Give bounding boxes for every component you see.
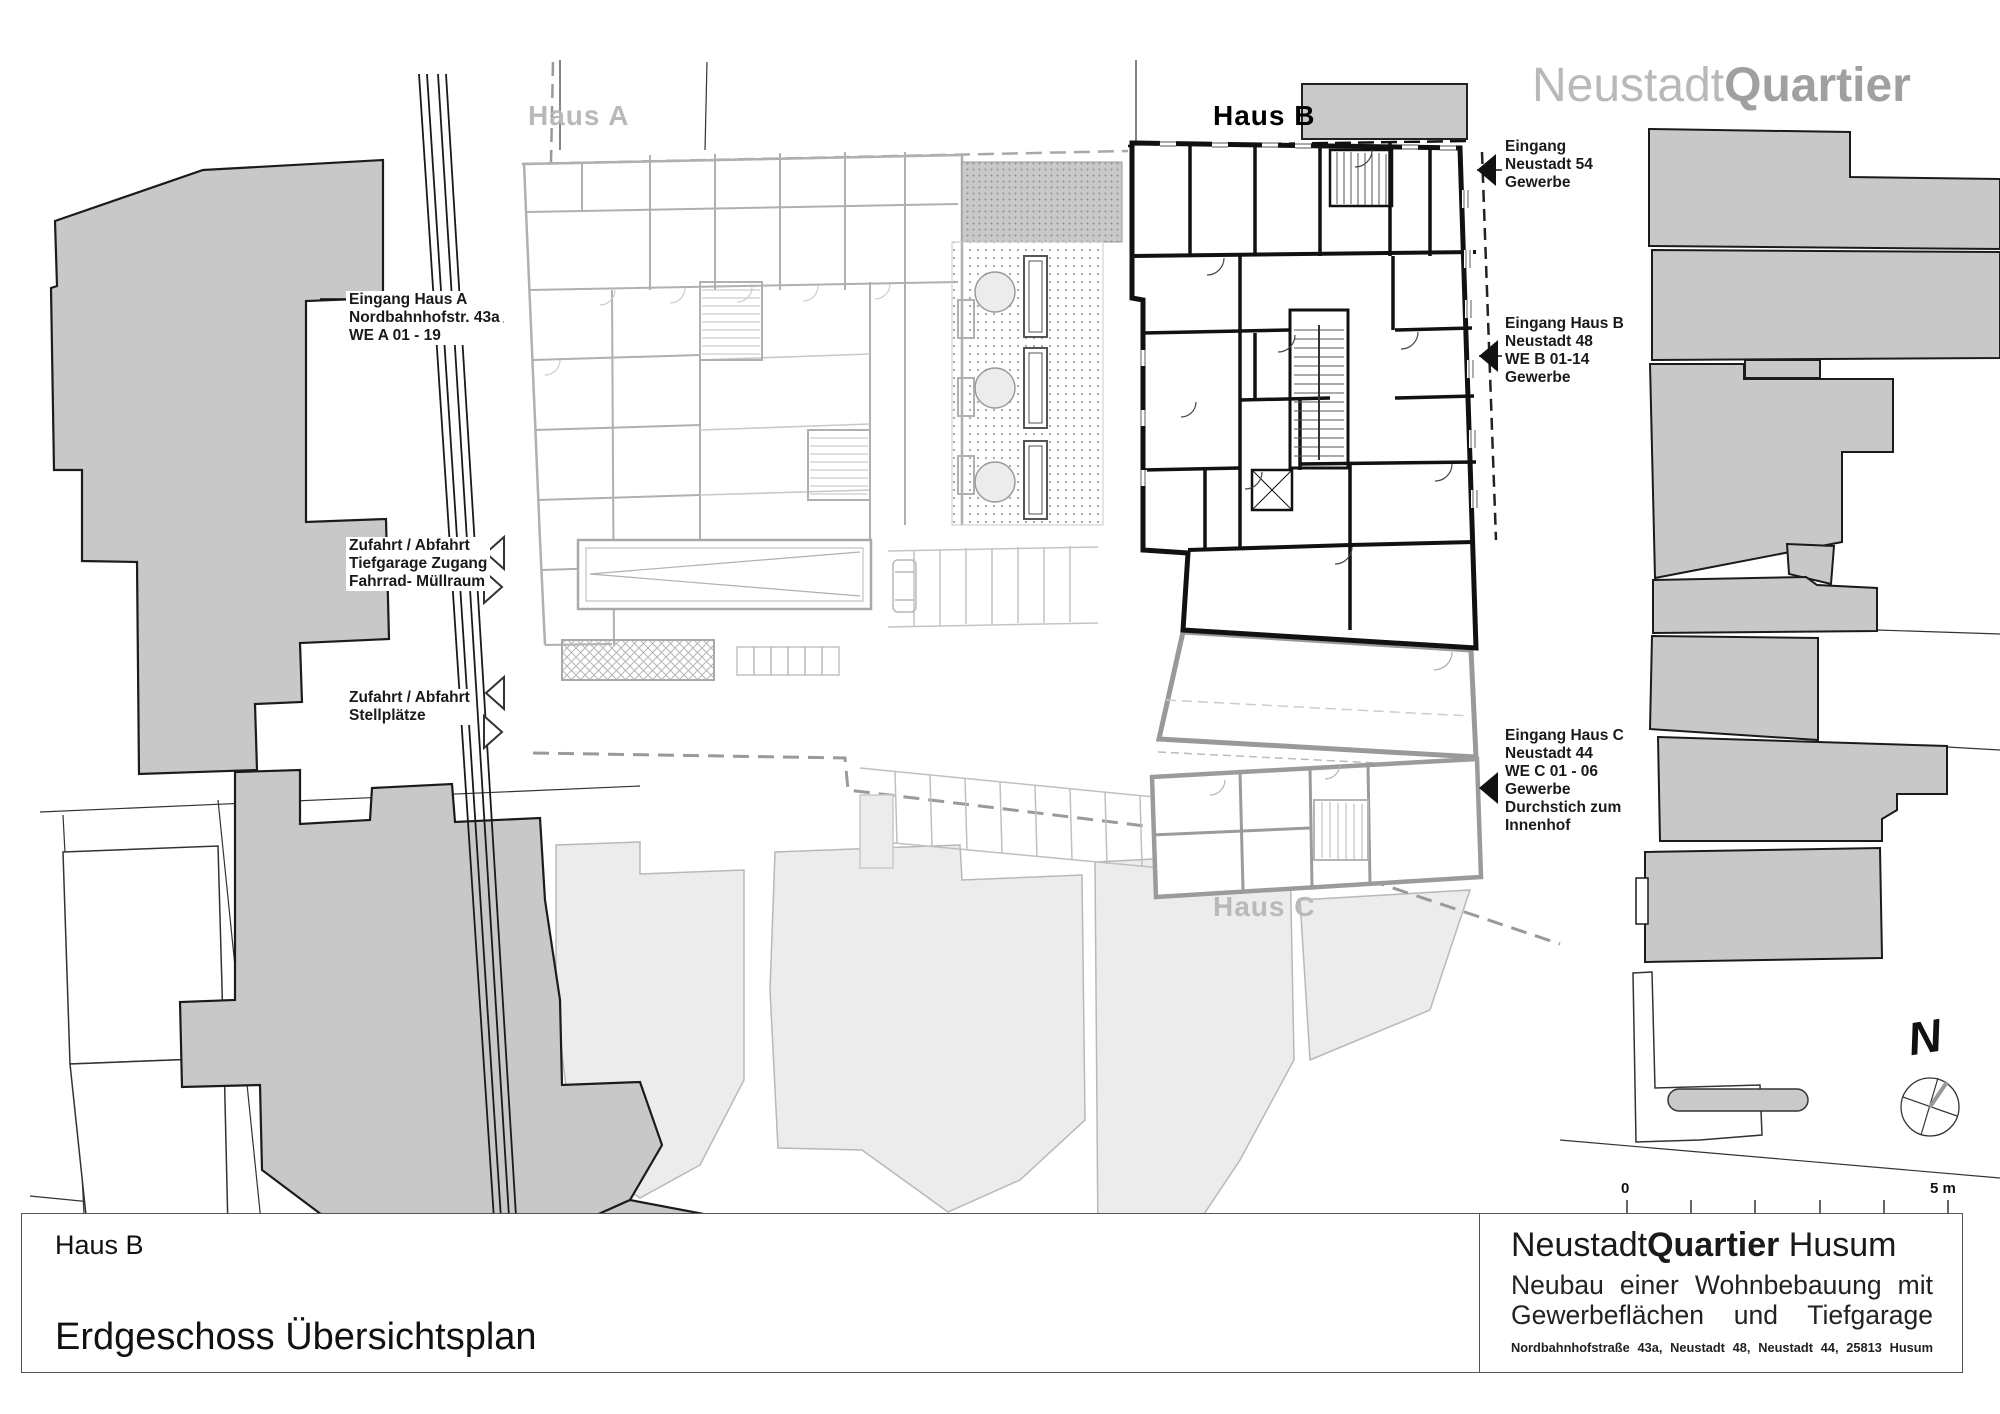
- haus-b-windows: [1139, 140, 1480, 508]
- road-lines: [418, 73, 520, 1266]
- haus-b-label: Haus B: [1213, 100, 1316, 131]
- entrance-arrow-icon-b2: [1479, 340, 1498, 372]
- entrance-arrow-icon-b1: [1477, 154, 1496, 186]
- haus-b-gewerbe-room: [1155, 629, 1479, 760]
- parking-stalls-south: [859, 767, 1248, 877]
- sheet-title: Erdgeschoss Übersichtsplan: [55, 1316, 537, 1358]
- annotation-zufahrt-stellplaetze: Zufahrt / Abfahrt Stellplätze: [346, 689, 473, 725]
- scale-start-label: 0: [1621, 1180, 1630, 1197]
- project-logo: NeustadtQuartier: [1532, 59, 1911, 112]
- annotation-arrows: [320, 154, 1502, 804]
- north-compass-icon: [1900, 1077, 1960, 1137]
- haus-b-elevator: [1250, 468, 1294, 512]
- courtyard: [951, 161, 1123, 526]
- haus-c-label: Haus C: [1213, 891, 1316, 922]
- haus-b-plan: [1129, 140, 1480, 651]
- annotation-eingang-haus-a: Eingang Haus A Nordbahnhofstr. 43a WE A …: [346, 291, 503, 345]
- east-lower-outlines: [1632, 971, 1763, 1143]
- project-name: NeustadtQuartier Husum: [1511, 1226, 1897, 1264]
- haus-a-door-arcs: [544, 283, 891, 376]
- zufahrt-arrow-icon: [484, 534, 505, 572]
- title-block-left: Haus B Erdgeschoss Übersichtsplan: [22, 1214, 1480, 1372]
- project-subtitle-2: Gewerbeflächen und Tiefgarage: [1511, 1300, 1933, 1330]
- project-address: Nordbahnhofstraße 43a, Neustadt 48, Neus…: [1511, 1340, 1933, 1355]
- bike-room: [561, 639, 840, 681]
- title-block-right: NeustadtQuartier Husum Neubau einer Wohn…: [1480, 1214, 1964, 1372]
- haus-a-label: Haus A: [528, 100, 630, 131]
- zufahrt-arrow-icon-2: [484, 674, 505, 712]
- entrance-arrow-icon-c: [1479, 772, 1498, 804]
- haus-b-stair-top: [1328, 148, 1394, 208]
- haus-b-stair: [1288, 308, 1350, 470]
- annotation-zufahrt-tiefgarage: Zufahrt / Abfahrt Tiefgarage Zugang Fahr…: [346, 537, 491, 591]
- annotation-eingang-haus-c: Eingang Haus C Neustadt 44 WE C 01 - 06 …: [1502, 727, 1627, 835]
- east-building-notch: [1635, 877, 1649, 925]
- annotation-eingang-haus-b: Eingang Haus B Neustadt 48 WE B 01-14 Ge…: [1502, 315, 1627, 387]
- scale-end-label: 5 m: [1930, 1180, 1956, 1197]
- garage-ramp: [576, 538, 873, 611]
- abfahrt-arrow-icon-2: [483, 713, 504, 751]
- west-neighbor-buildings: [49, 158, 831, 1272]
- haus-c-plan: [1149, 756, 1484, 900]
- east-neighbor-buildings: [1644, 127, 2000, 964]
- title-block: Haus B Erdgeschoss Übersichtsplan Neusta…: [21, 1213, 1963, 1373]
- sheet-building-label: Haus B: [55, 1230, 144, 1260]
- street-furniture-bar: [1667, 1088, 1809, 1112]
- trees: [974, 271, 1016, 503]
- haus-b-door-arcs: [1180, 149, 1453, 565]
- parking-stalls-north: [887, 546, 1099, 628]
- scale-bar: [1626, 1200, 1949, 1213]
- project-subtitle-1: Neubau einer Wohnbebauung mit: [1511, 1270, 1933, 1300]
- annotation-eingang-neustadt54: Eingang Neustadt 54 Gewerbe: [1502, 138, 1596, 192]
- planters: [1023, 255, 1048, 520]
- haus-a-stairs: [699, 281, 871, 501]
- north-neighbor-block: [1301, 83, 1468, 140]
